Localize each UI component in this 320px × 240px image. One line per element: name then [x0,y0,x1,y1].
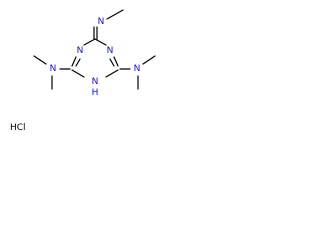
bond-n-left-c-left [71,56,77,67]
bond-c-left-nh [71,69,85,78]
atom-h-ring: H [92,88,99,98]
bond-c-top-n-left [83,38,96,46]
atom-n-dimethylamino-left: N [50,64,57,74]
bond-n-left-c-left-inner [75,58,81,67]
bond-c-top-n-right [94,38,107,46]
bond-n-left-methyl-up [33,55,47,65]
atom-n-ring-right: N [107,46,114,56]
bond-n-right-methyl-up [142,55,156,65]
salt-label: HCl [10,123,26,133]
bond-c-right-nh [105,69,119,78]
atom-n-dimethylamino-right: N [134,64,141,74]
atom-n-methylimino: N [98,17,105,27]
bond-n-right-c-right-inner [109,58,115,67]
structure-canvas: N N N N N N H HCl [0,0,161,146]
bond-n-right-c-right [113,56,119,67]
molecule-drawing: N N N N N N H HCl [10,9,156,133]
atom-n-ring-protonated: N [92,77,99,87]
atom-n-ring-left: N [77,46,84,56]
bond-methyl-n-top [106,9,124,20]
